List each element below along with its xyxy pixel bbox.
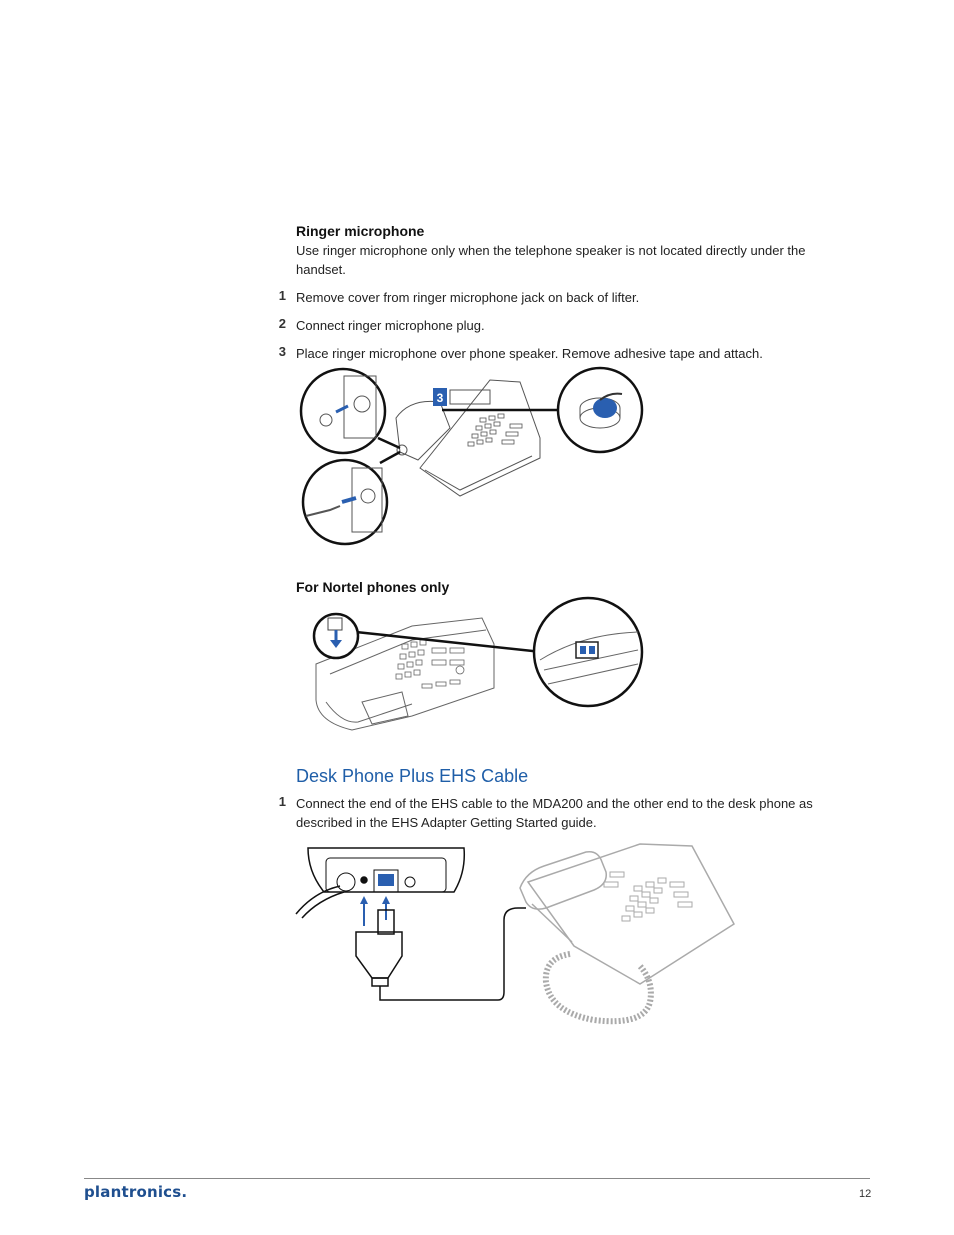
- desk-phone-drawing: [395, 379, 541, 497]
- ringer-microphone-illustration: 3: [299, 366, 644, 546]
- ringer-step-2-text: Connect ringer microphone plug.: [296, 318, 485, 333]
- ehs-cable-drawing: [355, 896, 526, 1001]
- callout-badge: 3: [433, 388, 447, 406]
- ringer-step-1-num: 1: [278, 288, 286, 303]
- ringer-step-2-num: 2: [278, 316, 286, 331]
- jack-cover-zoom: [299, 367, 387, 455]
- nortel-clip-zoom-large: [532, 596, 644, 708]
- page-number: 12: [859, 1188, 872, 1200]
- callout-number: 3: [437, 391, 444, 405]
- plug-zoom: [301, 458, 389, 546]
- nortel-illustration: [312, 596, 644, 731]
- ringer-step-1-text: Remove cover from ringer microphone jack…: [296, 290, 640, 305]
- plantronics-logo: plantronics.: [84, 1183, 188, 1201]
- ringer-step-3-num: 3: [278, 344, 286, 359]
- nortel-clip-zoom-small: [312, 612, 360, 660]
- ehs-section-title: Desk Phone Plus EHS Cable: [296, 766, 529, 786]
- ehs-desk-phone-drawing: [519, 843, 735, 1025]
- footer-divider: [84, 1178, 870, 1179]
- mda200-drawing: [307, 847, 466, 893]
- ehs-step-1-num: 1: [278, 794, 286, 809]
- ehs-step-1-text: Connect the end of the EHS cable to the …: [296, 796, 813, 830]
- ringer-intro: Use ringer microphone only when the tele…: [296, 243, 806, 277]
- ringer-step-3-text: Place ringer microphone over phone speak…: [296, 346, 763, 361]
- ringer-mic-zoom: [556, 366, 644, 454]
- ringer-heading: Ringer microphone: [296, 223, 425, 239]
- ehs-cable-illustration: [295, 843, 735, 1025]
- nortel-heading: For Nortel phones only: [296, 579, 450, 595]
